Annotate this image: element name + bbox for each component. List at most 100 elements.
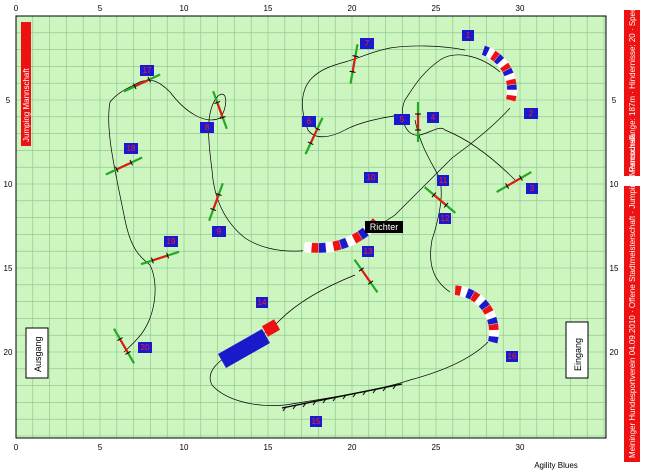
x-tick-bottom: 5 [98,443,103,452]
obstacle-number-box-13 [362,246,374,257]
jump-post [219,116,226,120]
x-tick-bottom: 30 [516,443,525,452]
jump [423,186,457,214]
y-tick-left: 5 [6,96,11,105]
obstacle-number-box-14 [256,297,268,308]
tunnel-segment [303,241,312,253]
y-tick-right: 20 [610,348,619,357]
jump-bar [506,177,522,187]
dog-path [302,45,466,138]
obstacle-number-box-2 [524,108,538,119]
x-tick-top: 30 [516,4,525,13]
jump [113,328,135,364]
eingang-box [565,321,589,379]
dog-path [414,119,451,293]
event-info-panel [624,186,640,462]
jumps [105,44,532,364]
jump-post [150,257,154,264]
obstacle-number-10: 10 [367,173,376,182]
x-tick-top: 15 [264,4,273,13]
obstacle-number-15: 15 [312,417,321,426]
jump [140,250,180,266]
jump [208,182,224,222]
jump-post [307,141,314,145]
jump-bar [433,194,447,206]
x-tick-top: 25 [432,4,441,13]
obstacle-number-6: 6 [307,117,312,126]
tunnel-segment [318,242,327,254]
weave-pole [382,386,387,392]
jump [304,117,324,155]
obstacle-number-box-7 [360,38,374,49]
jump [212,90,228,130]
ausgang-box [25,327,49,379]
x-tick-top: 5 [98,4,103,13]
obstacle-number-14: 14 [258,298,267,307]
obstacle-number-box-8 [200,122,214,133]
y-tick-left: 15 [4,264,13,273]
jump-bar [116,161,132,171]
obstacle-number-5: 5 [400,115,405,124]
obstacle-number-18: 18 [127,144,136,153]
obstacle-number-8: 8 [205,123,210,132]
jump-post [314,127,321,131]
obstacle-number-2: 2 [529,109,534,118]
obstacle-number-box-10 [364,172,378,183]
weave-pole [292,404,297,410]
tunnel-segment [505,94,517,102]
obstacle-number-4: 4 [431,113,436,122]
obstacle-number-box-16 [506,351,518,362]
jump-post [115,166,119,173]
jump-bar [351,55,357,73]
jump-post [518,175,523,181]
jump-post [210,208,217,212]
jump-post [352,55,359,58]
obstacle-number-box-17 [140,65,154,76]
obstacle-number-1: 1 [466,31,471,40]
obstacle-number-box-9 [212,226,226,237]
obstacle-number-box-20 [138,342,152,353]
jump-post [129,159,133,166]
obstacle-number-box-18 [124,143,138,154]
weave-pole [282,406,287,412]
jump-post [349,70,356,73]
jump [415,102,421,142]
event-info-text: Meininger Hundesportverein 04.09.2010 · … [628,134,637,458]
obstacle-number-9: 9 [217,227,222,236]
obstacle-number-13: 13 [364,247,373,256]
obstacle-number-box-15 [310,416,322,427]
chute-cone [218,329,270,368]
jump-post [443,202,449,208]
jump-bar [119,338,129,354]
weave-pole [332,396,337,402]
jump-post [166,252,170,259]
course-info-text: Parcourslänge: 187m · Hindernisse: 20 · … [628,0,637,172]
jump-bar [152,254,168,262]
x-tick-bottom: 0 [14,443,19,452]
obstacle-number-11: 11 [439,176,448,185]
weave-pole [312,400,317,406]
weave-ticks [282,384,397,412]
jump-bar [216,102,224,118]
obstacle-number-box-4 [427,112,439,123]
obstacle-number-19: 19 [167,237,176,246]
x-tick-top: 10 [180,4,189,13]
obstacle-number-7: 7 [365,39,370,48]
footer-brand: Agility Blues [534,461,578,470]
jump-post [125,350,131,355]
tunnel-segment [310,242,319,254]
obstacle-number-box-12 [439,213,451,224]
jump [123,73,161,93]
dog-path [209,274,489,406]
obstacle-number-box-3 [526,183,538,194]
dog-path [401,54,516,181]
jump-bar [309,128,319,144]
jump-post [358,267,365,272]
jump-post [431,192,437,198]
tunnels [303,45,518,344]
weave-poles [281,383,403,409]
obstacle-number-20: 20 [141,343,150,352]
jump [349,44,359,84]
top-left-banner [21,22,31,146]
